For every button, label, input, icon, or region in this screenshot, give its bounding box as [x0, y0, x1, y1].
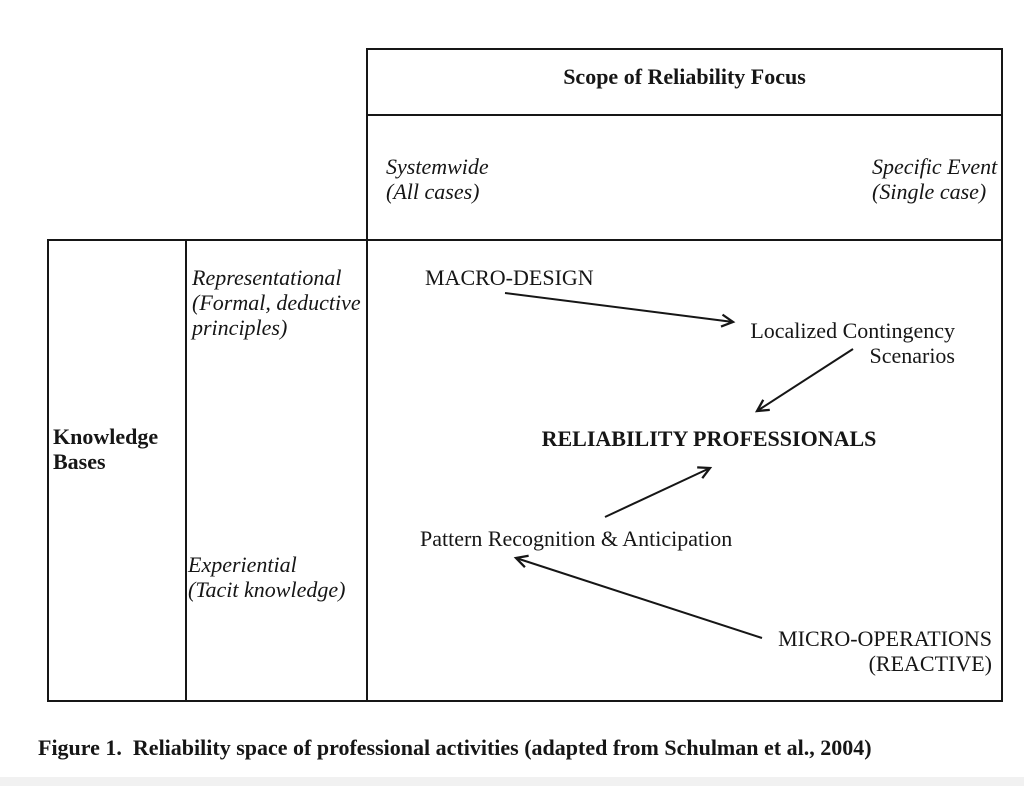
node-reliability-professionals: RELIABILITY PROFESSIONALS: [541, 426, 877, 451]
scope-header-divider-line: [366, 114, 1003, 116]
specific-event-line1: Specific Event: [872, 154, 998, 179]
localized-contingency-line2: Scenarios: [869, 343, 955, 368]
knowledge-column-divider-line: [185, 239, 187, 702]
knowledge-bases-line2: Bases: [53, 449, 106, 474]
representational-line1: Representational: [192, 265, 342, 290]
knowledge-bases-box-border: [47, 239, 368, 702]
matrix-top-divider-line: [47, 239, 1003, 241]
node-localized-contingency-scenarios: Localized Contingency Scenarios: [750, 318, 955, 368]
systemwide-line2: (All cases): [386, 179, 480, 204]
page-edge-strip: [0, 777, 1024, 786]
node-micro-operations-reactive: MICRO-OPERATIONS (REACTIVE): [778, 626, 992, 676]
row-label-representational: Representational (Formal, deductive prin…: [192, 265, 361, 340]
row-axis-label-knowledge-bases: Knowledge Bases: [53, 424, 158, 474]
scope-header-title: Scope of Reliability Focus: [563, 64, 806, 89]
representational-line3: principles): [192, 315, 288, 340]
micro-operations-line1: MICRO-OPERATIONS: [778, 626, 992, 651]
figure-caption: Figure 1. Reliability space of professio…: [38, 735, 872, 760]
row-label-experiential: Experiential (Tacit knowledge): [188, 552, 345, 602]
micro-operations-line2: (REACTIVE): [868, 651, 992, 676]
column-label-systemwide: Systemwide (All cases): [386, 154, 489, 204]
experiential-line1: Experiential: [188, 552, 297, 577]
column-label-specific-event: Specific Event (Single case): [872, 154, 997, 204]
node-macro-design: MACRO-DESIGN: [425, 265, 594, 290]
node-pattern-recognition-anticipation: Pattern Recognition & Anticipation: [420, 526, 733, 551]
localized-contingency-line1: Localized Contingency: [750, 318, 955, 343]
experiential-line2: (Tacit knowledge): [188, 577, 346, 602]
scope-box-border: [366, 48, 1003, 702]
knowledge-bases-line1: Knowledge: [53, 424, 159, 449]
systemwide-line1: Systemwide: [386, 154, 489, 179]
representational-line2: (Formal, deductive: [192, 290, 361, 315]
specific-event-line2: (Single case): [872, 179, 987, 204]
